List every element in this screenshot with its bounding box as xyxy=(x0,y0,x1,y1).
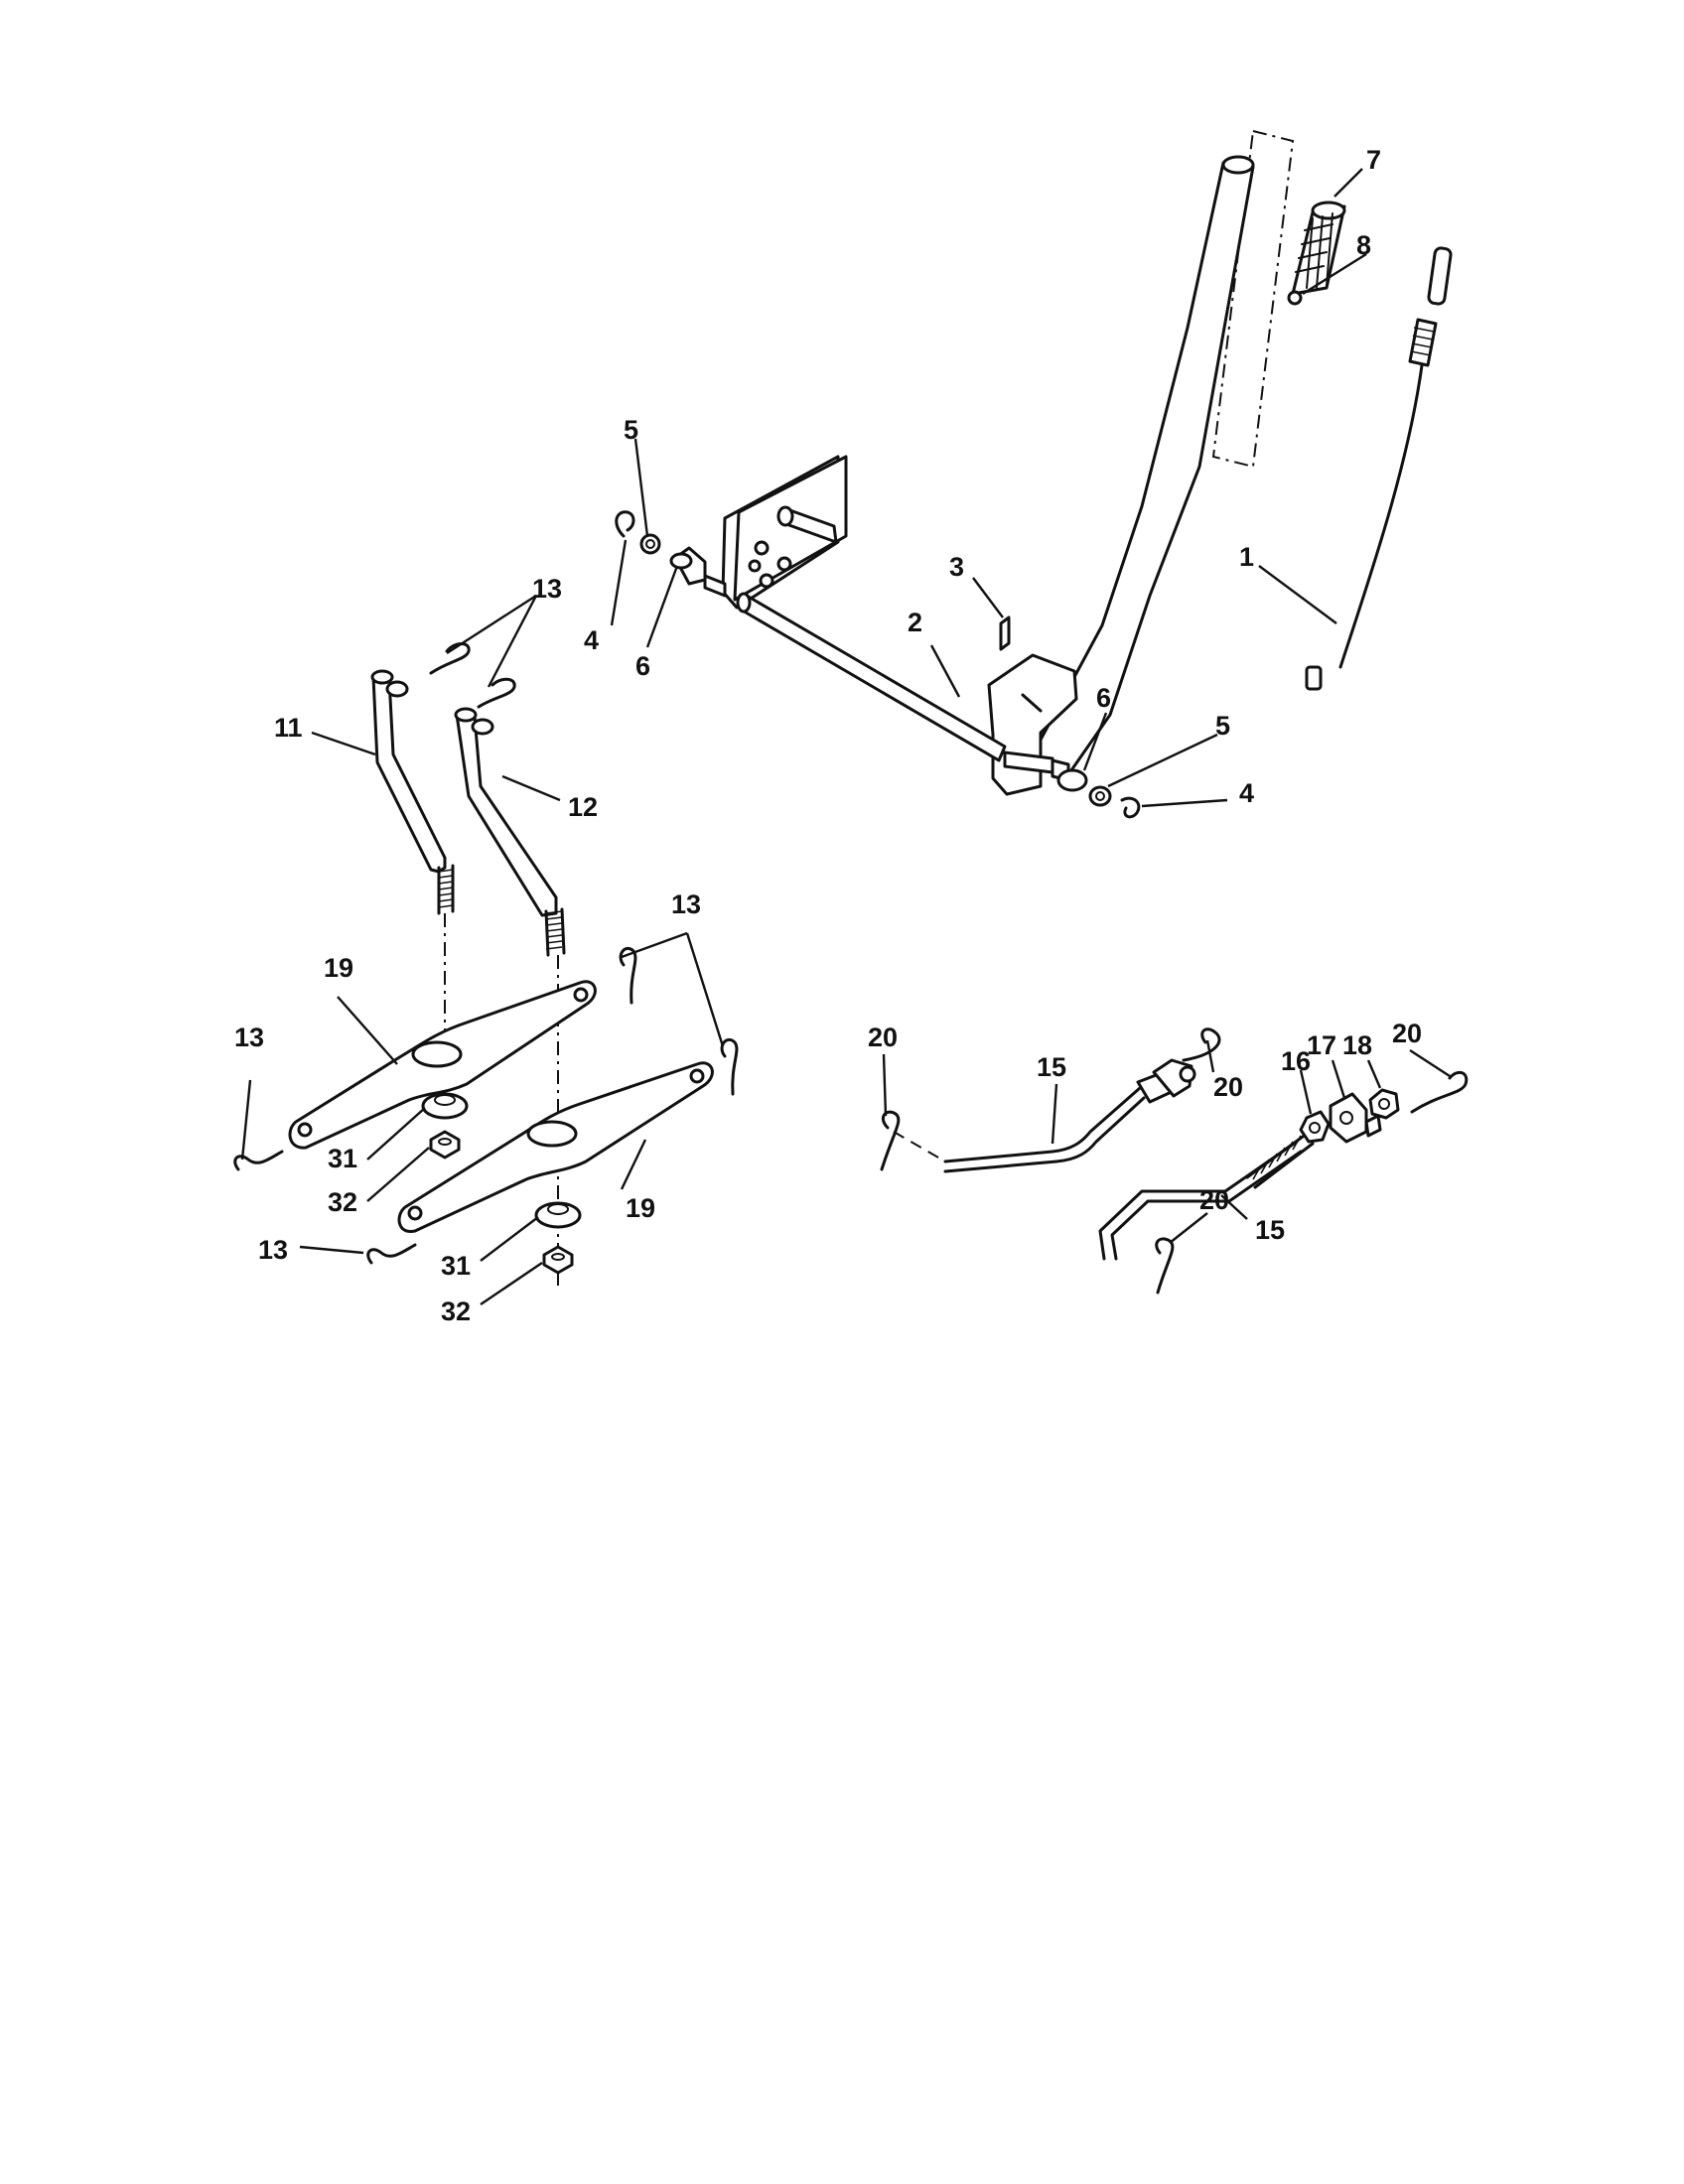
callout-5-right: 5 xyxy=(1215,711,1230,741)
callouts: 7 8 1 3 2 5 4 6 6 5 4 13 11 12 13 19 13 … xyxy=(234,145,1422,1326)
lift-handle xyxy=(1031,129,1295,782)
callout-13-bottom: 13 xyxy=(258,1235,288,1265)
lift-link-12 xyxy=(454,707,566,957)
callout-19-upper: 19 xyxy=(324,953,353,983)
left-hardware xyxy=(615,510,727,598)
hairpin-clips-arms xyxy=(233,946,739,1265)
roll-pin-3 xyxy=(999,615,1011,651)
callout-4-left: 4 xyxy=(584,625,599,655)
cap-8 xyxy=(1287,290,1303,306)
nut-32-lower xyxy=(542,1245,574,1275)
leader-lines xyxy=(240,168,1451,1305)
callout-15-upper: 15 xyxy=(1037,1052,1066,1082)
callout-12: 12 xyxy=(568,792,598,822)
callout-7: 7 xyxy=(1366,145,1381,175)
callout-13-mid: 13 xyxy=(671,889,701,919)
callout-20-lower: 20 xyxy=(1199,1185,1229,1215)
callout-31-upper: 31 xyxy=(328,1144,357,1173)
hairpin-pins-20 xyxy=(880,1027,1469,1295)
callout-17: 17 xyxy=(1307,1030,1336,1060)
callout-6-left: 6 xyxy=(635,651,650,681)
right-hardware xyxy=(1051,758,1141,819)
callout-11: 11 xyxy=(274,713,303,743)
lift-arm-19-lower xyxy=(397,1061,714,1233)
callout-3: 3 xyxy=(949,552,964,582)
callout-1: 1 xyxy=(1239,542,1254,572)
callout-19-lower: 19 xyxy=(626,1193,655,1223)
washer-31-lower xyxy=(534,1201,582,1229)
cross-shaft-2 xyxy=(736,592,1054,774)
lift-arm-19-upper xyxy=(288,980,597,1150)
callout-2: 2 xyxy=(908,608,922,637)
callout-31-lower: 31 xyxy=(441,1251,471,1281)
mounting-plate xyxy=(721,455,848,610)
control-rod-15-lower xyxy=(1098,1132,1315,1261)
callout-13-top: 13 xyxy=(532,574,562,604)
nut-18 xyxy=(1368,1088,1400,1120)
callout-8: 8 xyxy=(1356,230,1371,260)
callout-18: 18 xyxy=(1342,1030,1372,1060)
hairpin-clips-top xyxy=(429,642,516,709)
callout-15-lower: 15 xyxy=(1255,1215,1285,1245)
callout-13-left: 13 xyxy=(234,1023,264,1052)
callout-20-left: 20 xyxy=(868,1023,898,1052)
callout-5-left: 5 xyxy=(624,415,638,445)
cable-1 xyxy=(1305,246,1453,691)
lift-link-11 xyxy=(370,669,455,915)
rod-centerline xyxy=(893,1131,946,1162)
nut-32-upper xyxy=(429,1130,461,1160)
callout-20-mid: 20 xyxy=(1213,1072,1243,1102)
block-17 xyxy=(1329,1092,1382,1144)
callout-32-upper: 32 xyxy=(328,1187,357,1217)
grip-7 xyxy=(1291,201,1346,296)
callout-20-right: 20 xyxy=(1392,1019,1422,1048)
callout-4-right: 4 xyxy=(1239,778,1254,808)
washer-31-upper xyxy=(421,1092,469,1120)
nut-16 xyxy=(1299,1110,1331,1144)
callout-6-right: 6 xyxy=(1096,683,1111,713)
callout-32-lower: 32 xyxy=(441,1297,471,1326)
control-rod-15-upper xyxy=(943,1058,1196,1173)
callout-16: 16 xyxy=(1281,1046,1311,1076)
